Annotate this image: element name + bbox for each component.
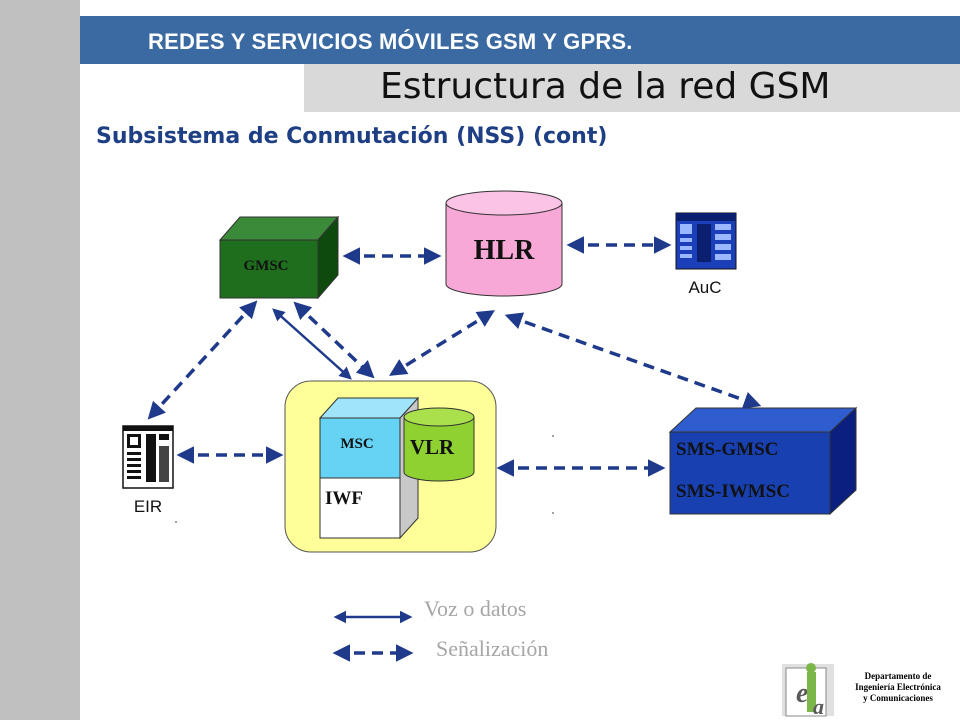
gmsc-node: GMSC <box>218 215 340 300</box>
eir-server-icon <box>122 425 174 489</box>
vlr-node: VLR <box>403 407 475 482</box>
course-title: REDES Y SERVICIOS MÓVILES GSM Y GPRS. <box>148 29 633 54</box>
link-gmsc-eir <box>147 300 258 420</box>
gmsc-label: GMSC <box>244 258 289 274</box>
page-title: Estructura de la red GSM <box>380 66 831 107</box>
department-logo: e a <box>782 663 834 719</box>
svg-text:a: a <box>813 694 824 719</box>
msc-label: MSC <box>340 436 373 452</box>
auc-label: AuC <box>688 278 721 297</box>
eir-label: EIR <box>134 497 162 516</box>
department-line-2: Ingeniería Electrónica <box>855 682 941 692</box>
legend-voice-data: Voz o datos <box>424 596 527 621</box>
department-line-3: y Comunicaciones <box>863 693 933 703</box>
link-hlr-msc <box>389 310 495 376</box>
link-hlr-sms <box>504 312 762 409</box>
sms-iwmsc-label: SMS-IWMSC <box>676 481 790 502</box>
hlr-label: HLR <box>474 235 535 266</box>
iwf-label: IWF <box>325 488 363 509</box>
left-sidebar-band <box>0 0 80 720</box>
section-subtitle: Subsistema de Conmutación (NSS) (cont) <box>96 124 608 149</box>
title-box <box>304 64 960 112</box>
department-line-1: Departamento de <box>864 671 932 681</box>
legend-signaling: Señalización <box>436 636 549 661</box>
vlr-label: VLR <box>410 435 455 459</box>
msc-iwf-node: MSC IWF <box>318 396 420 540</box>
sms-gmsc-label: SMS-GMSC <box>676 439 778 460</box>
sms-node: SMS-GMSC SMS-IWMSC <box>668 406 858 516</box>
hlr-node: HLR <box>445 190 563 297</box>
header-bar <box>80 16 960 64</box>
department-name: Departamento de Ingeniería Electrónica y… <box>838 671 958 704</box>
auc-server-icon <box>675 212 737 270</box>
link-gmsc-msc-voice <box>272 308 352 380</box>
svg-text:e: e <box>796 678 808 709</box>
